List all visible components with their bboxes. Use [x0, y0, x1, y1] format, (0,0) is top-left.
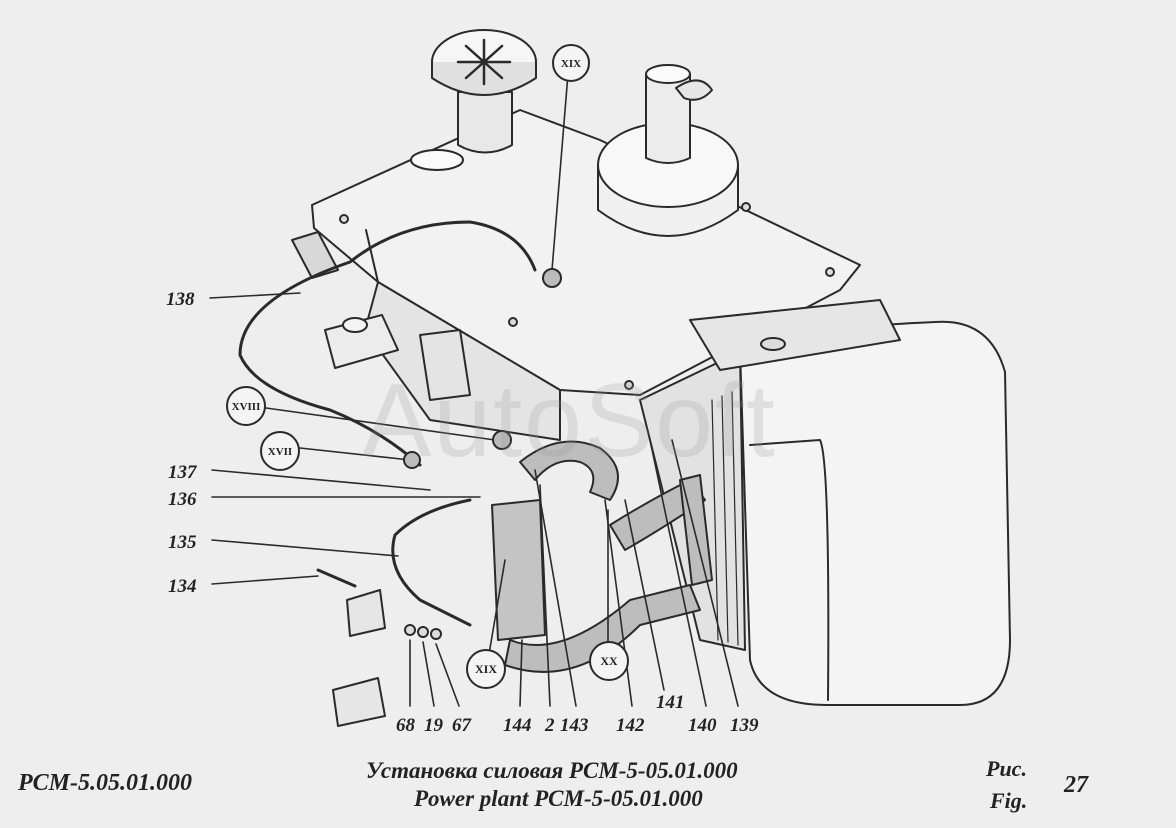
- view-xvii-label: XVII: [268, 446, 292, 458]
- small-air-cleaner-stem: [457, 91, 513, 154]
- figure-label-english: Fig.: [990, 788, 1028, 813]
- callout-143: 143: [560, 715, 589, 736]
- callout-139: 139: [730, 715, 759, 736]
- detail-marker: [492, 430, 512, 450]
- view-xx-circle: [589, 641, 629, 681]
- callout-135: 135: [168, 532, 197, 553]
- bolt-134: [316, 568, 357, 588]
- tube-138: [238, 220, 537, 467]
- radiator-fins: [711, 391, 739, 646]
- hose-bottom: [504, 584, 701, 673]
- leader-lines: [209, 73, 739, 707]
- detail-marker: [403, 451, 421, 469]
- bolt: [825, 267, 835, 277]
- callout-136: 136: [168, 489, 197, 510]
- view-xviii-circle: [226, 386, 266, 426]
- hose-vertical-144: [491, 499, 546, 641]
- exhaust-pipe-top: [645, 64, 691, 84]
- title-english: Power plant РСМ-5-05.01.000: [414, 786, 703, 811]
- radiator-shroud: [739, 320, 1011, 707]
- view-xx-label: XX: [600, 654, 618, 668]
- title-russian: Установка силовая РСМ-5-05.01.000: [366, 758, 738, 783]
- shroud-front-edge: [749, 439, 830, 701]
- callout-67: 67: [452, 715, 473, 736]
- detail-marker: [542, 268, 562, 288]
- callout-19: 19: [424, 715, 444, 736]
- view-xix-bottom-circle: [466, 649, 506, 689]
- hose-upper: [519, 440, 619, 501]
- view-xix-top-circle: [552, 44, 590, 82]
- washer-68: [404, 624, 416, 636]
- figure-number: 27: [1064, 772, 1088, 798]
- exhaust-pipe: [645, 74, 691, 164]
- figure-label-russian: Рис.: [986, 756, 1027, 781]
- bolt: [339, 214, 349, 224]
- callout-2: 2: [544, 715, 555, 736]
- exhaust-flap: [675, 79, 713, 101]
- view-xix-top-label: XIX: [561, 58, 581, 70]
- radiator-cap: [760, 337, 786, 351]
- bracket-lower: [332, 677, 386, 727]
- expansion-tank-cap: [342, 317, 368, 333]
- bolt: [508, 317, 518, 327]
- washer-19: [417, 626, 429, 638]
- left-brackets: [419, 329, 471, 401]
- bolt: [741, 202, 751, 212]
- view-xix-bottom-label: XIX: [475, 662, 497, 676]
- callout-144: 144: [503, 715, 532, 736]
- document-code: РСМ-5.05.01.000: [18, 770, 192, 796]
- bolt: [624, 380, 634, 390]
- bracket-upper: [346, 589, 386, 637]
- nut-67: [430, 628, 442, 640]
- view-xvii-circle: [260, 431, 300, 471]
- callout-137: 137: [168, 462, 198, 483]
- callout-140: 140: [688, 715, 717, 736]
- hose-bundle-left: [291, 231, 339, 279]
- radiator-top-tank: [689, 299, 901, 371]
- cap-spokes: [456, 38, 512, 86]
- tube-135: [391, 498, 472, 627]
- callout-141: 141: [656, 692, 685, 713]
- top-oval-slot: [410, 149, 464, 171]
- callout-138: 138: [166, 289, 195, 310]
- callout-142: 142: [616, 715, 645, 736]
- callout-68: 68: [396, 715, 416, 736]
- callout-134: 134: [168, 576, 197, 597]
- top-plate-edge: [365, 229, 379, 283]
- view-xviii-label: XVIII: [232, 401, 261, 413]
